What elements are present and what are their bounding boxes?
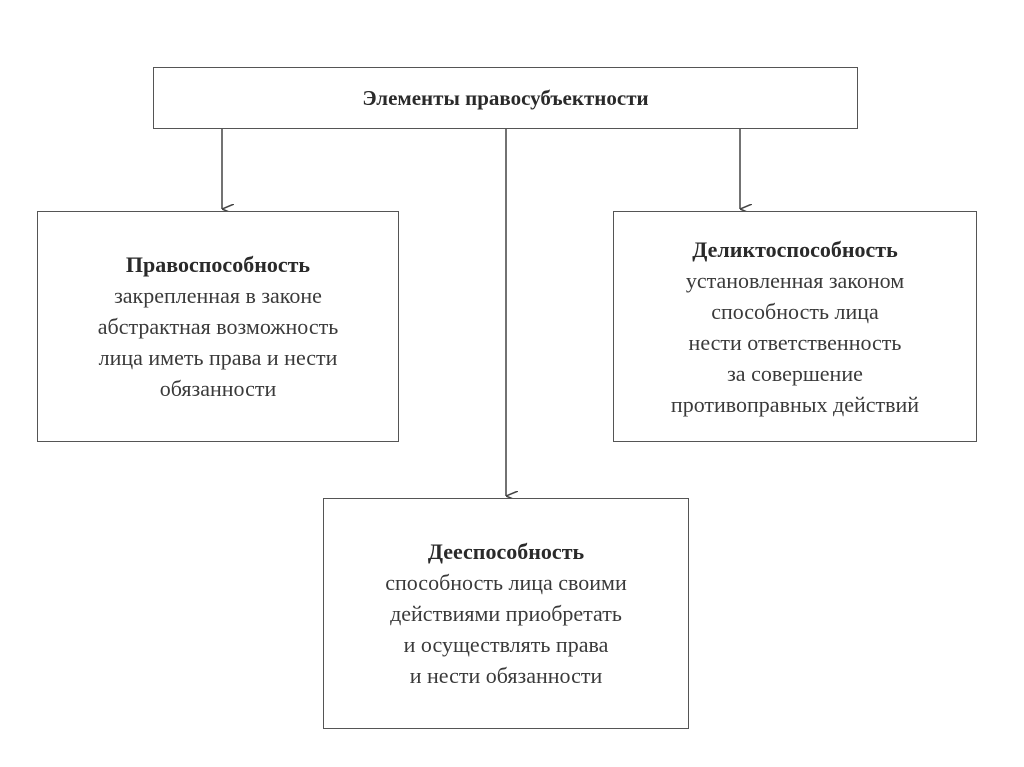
node-line: способность лица <box>711 298 879 324</box>
node-line: действиями приобретать <box>390 601 622 626</box>
node-title: Деликтоспособность <box>692 236 898 262</box>
node-deliktosposobnost: Деликтоспособность установленная законом… <box>613 211 977 442</box>
node-line: лица иметь права и нести <box>98 345 338 370</box>
node-line: противоправных действий <box>670 391 920 417</box>
node-line: абстрактная возможность <box>97 314 339 339</box>
root-node: Элементы правосубъектности <box>153 67 858 129</box>
node-line: и нести обязанности <box>409 663 603 688</box>
node-title: Дееспособность <box>427 539 585 564</box>
node-line: за совершение <box>727 360 863 386</box>
node-line: обязанности <box>159 376 277 401</box>
node-line: и осуществлять права <box>403 632 609 657</box>
node-title: Правоспособность <box>125 252 311 277</box>
node-line: способность лица своими <box>385 570 627 595</box>
node-pravosposobnost: Правоспособность закрепленная в законе а… <box>37 211 399 442</box>
node-line: установленная законом <box>685 267 905 293</box>
node-line: закрепленная в законе <box>114 283 322 308</box>
node-line: нести ответственность <box>688 329 902 355</box>
root-title: Элементы правосубъектности <box>362 85 649 110</box>
node-deesposobnost: Дееспособность способность лица своими д… <box>323 498 689 729</box>
